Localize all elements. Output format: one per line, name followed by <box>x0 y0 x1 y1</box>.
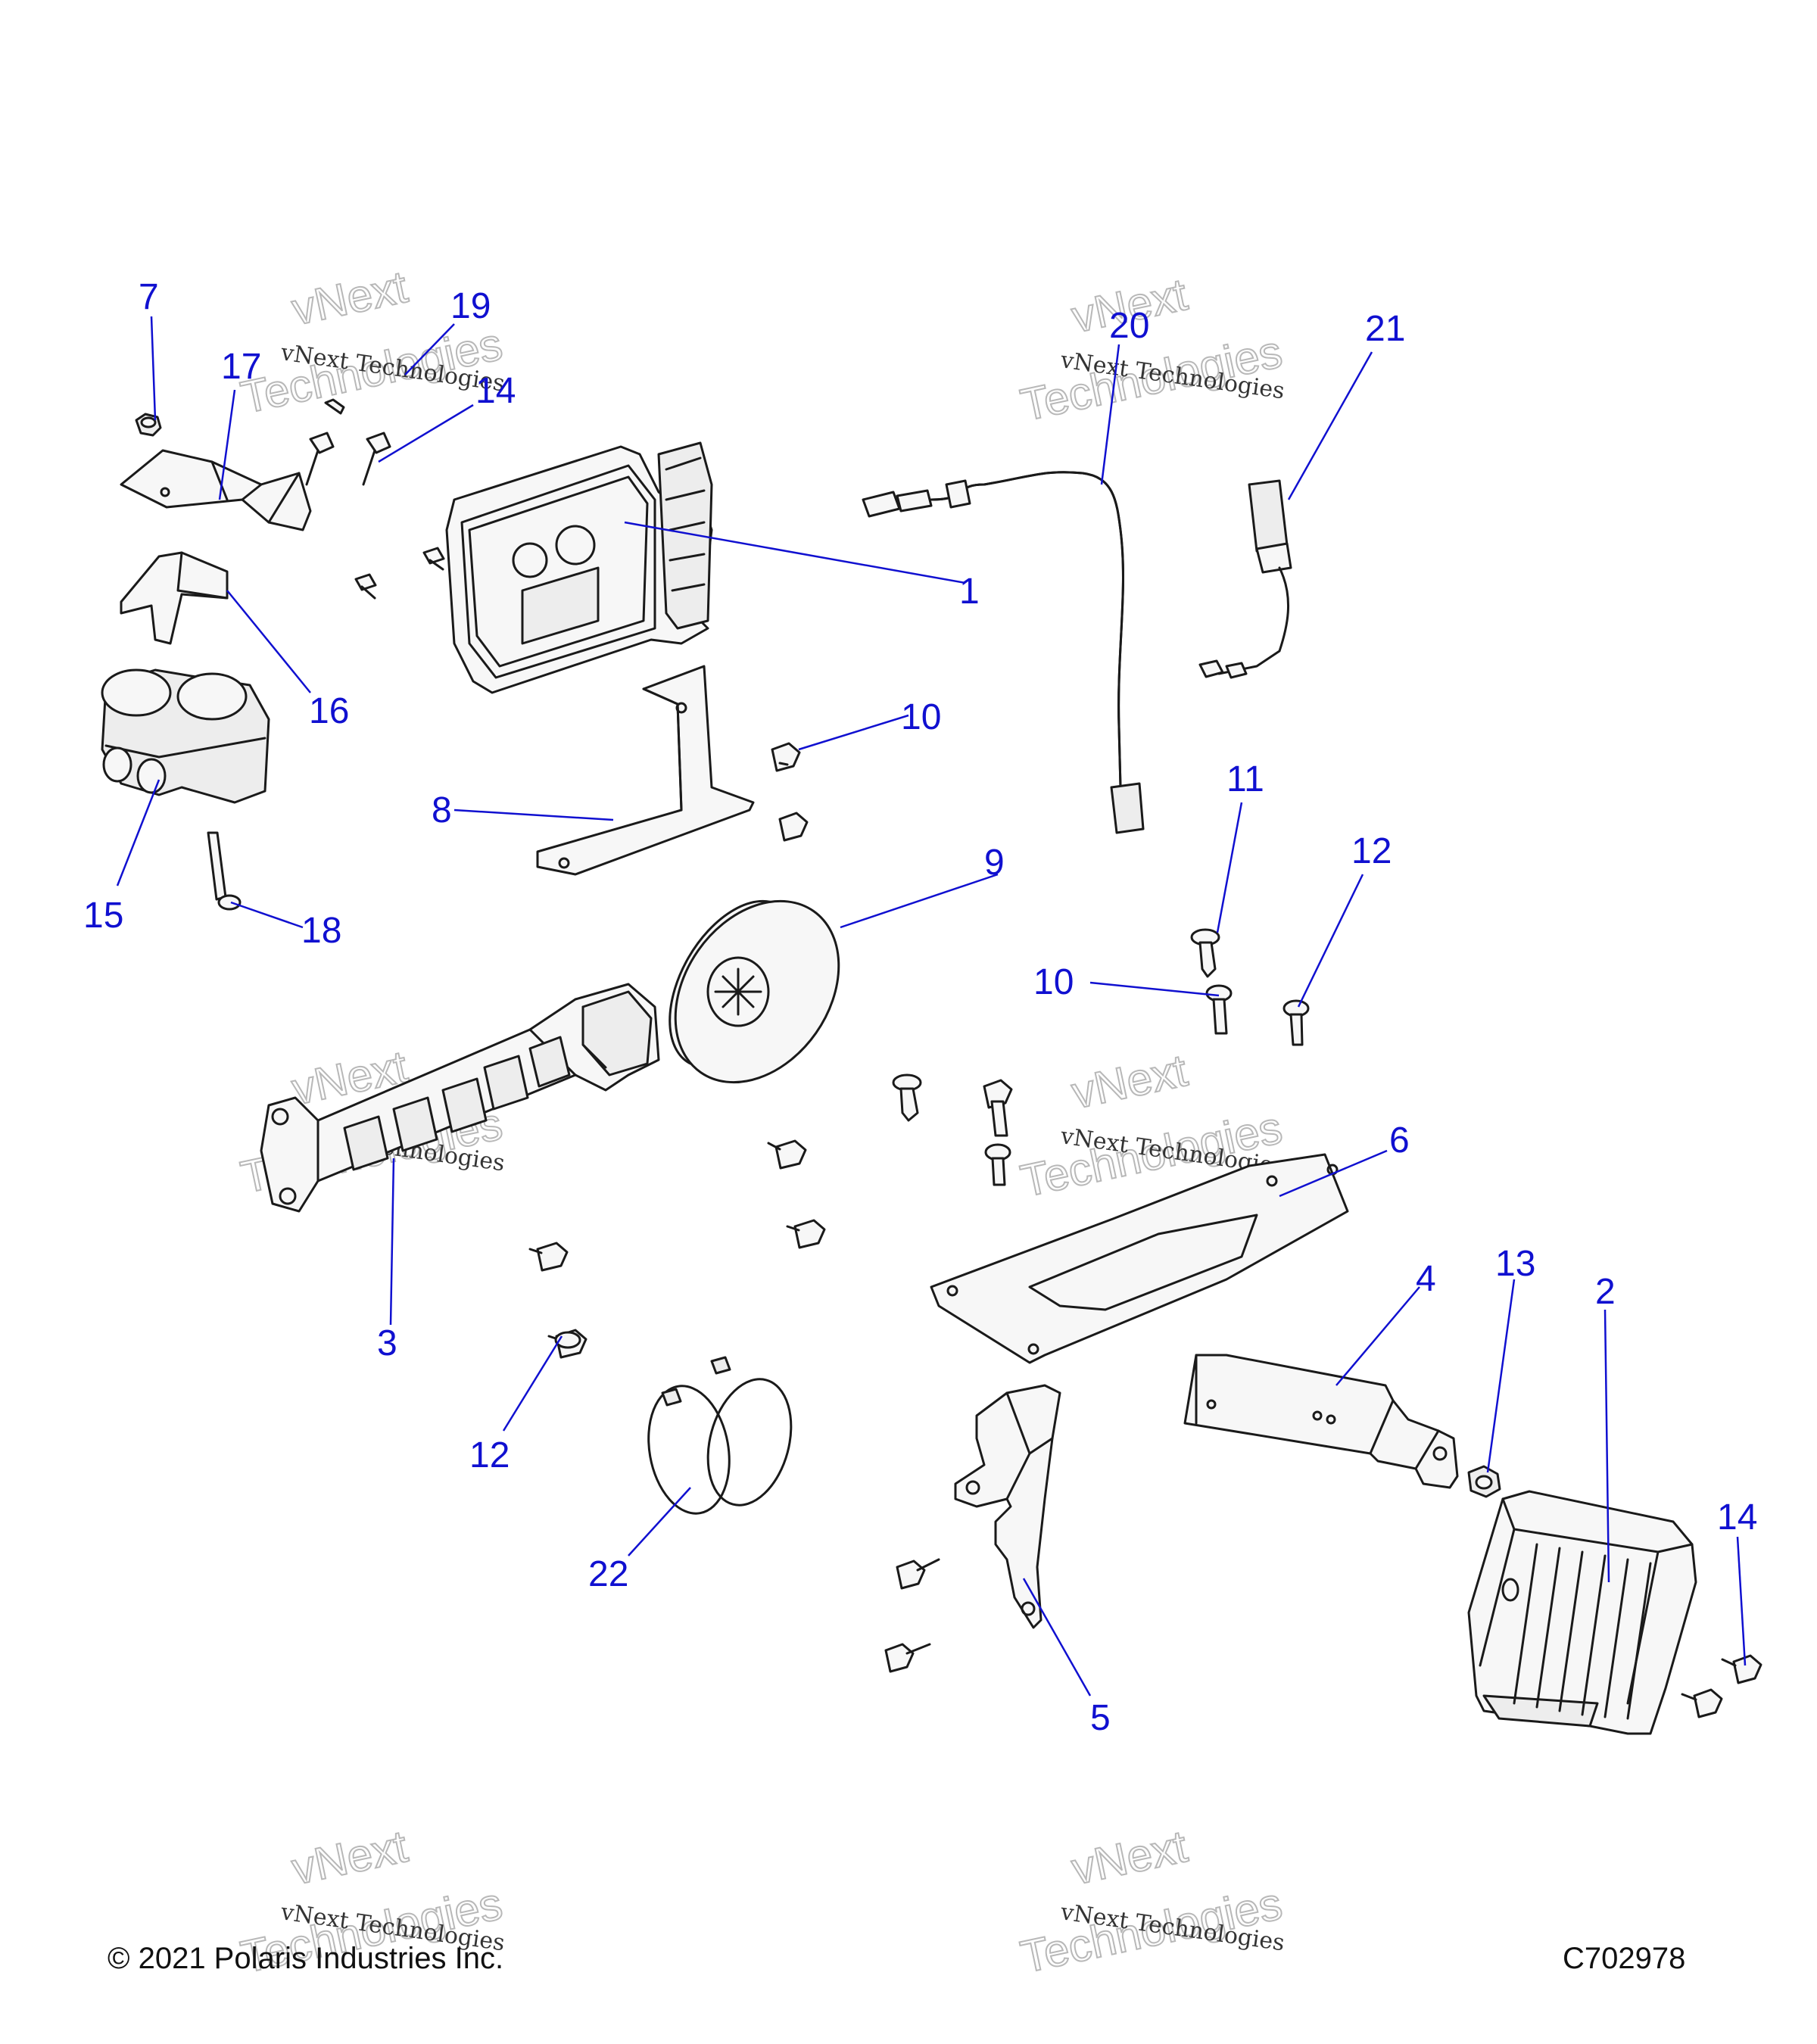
callout-3: 3 <box>377 1323 397 1363</box>
part-15-ignition-coil <box>101 668 270 804</box>
callout-22: 22 <box>588 1554 628 1594</box>
part-22-cable-ties <box>647 1356 793 1515</box>
part-1-ecu <box>445 441 713 694</box>
screw-group-part-5 <box>884 1558 940 1673</box>
callout-14-right: 14 <box>1717 1497 1757 1538</box>
callout-15: 15 <box>83 896 123 936</box>
callout-2: 2 <box>1595 1272 1616 1312</box>
callout-7: 7 <box>139 277 159 317</box>
callout-1: 1 <box>959 572 980 612</box>
callout-16: 16 <box>309 691 349 731</box>
callout-13: 13 <box>1495 1244 1535 1284</box>
part-16-clip <box>120 551 229 645</box>
part-8-bracket <box>536 665 755 876</box>
watermark-big-9: vNext <box>288 1821 412 1894</box>
part-20-harness <box>862 471 1145 834</box>
watermark-big-7: vNext <box>1067 1045 1192 1118</box>
callout-18: 18 <box>301 911 341 951</box>
part-9-grommet <box>669 899 840 1084</box>
callout-19: 19 <box>450 286 491 326</box>
drawing-code: C702978 <box>1563 1942 1686 1975</box>
callout-11: 11 <box>1226 759 1264 799</box>
part-10-screw-right <box>1205 984 1233 1035</box>
copyright-text: © 2021 Polaris Industries Inc. <box>108 1942 504 1975</box>
part-4-bracket <box>1183 1354 1459 1489</box>
part-5-bracket <box>954 1384 1061 1629</box>
watermark-big-11: vNext <box>1067 1821 1192 1894</box>
callout-20: 20 <box>1109 306 1149 346</box>
callout-6: 6 <box>1389 1120 1410 1161</box>
callout-12-right: 12 <box>1351 831 1392 871</box>
part-7-nut <box>135 413 162 437</box>
part-2-regulator <box>1467 1490 1697 1735</box>
callout-12-lower: 12 <box>469 1435 510 1475</box>
callout-8: 8 <box>432 790 452 830</box>
part-13-nut <box>1467 1465 1501 1498</box>
callout-9: 9 <box>984 843 1005 883</box>
part-10-screws <box>771 742 809 842</box>
part-21-sensor <box>1198 479 1292 679</box>
callout-10-right: 10 <box>1033 962 1074 1002</box>
callout-17: 17 <box>221 347 261 387</box>
part-3-fuse-box <box>260 983 660 1213</box>
watermark-big-1: vNext <box>288 261 412 335</box>
part-12-screw-right <box>1282 999 1310 1046</box>
callout-5: 5 <box>1090 1698 1111 1738</box>
callout-labels: 7 19 14 17 16 1 10 8 9 20 21 11 12 10 6 … <box>83 277 1757 1738</box>
part-18-bolt <box>207 831 242 911</box>
part-17-bracket <box>120 449 312 531</box>
callout-21: 21 <box>1365 309 1405 349</box>
callout-10-top: 10 <box>901 697 941 737</box>
leader-lines <box>116 316 1747 1697</box>
part-14-screws-right <box>1681 1654 1762 1718</box>
callout-14-top: 14 <box>475 371 516 411</box>
screw-group-center <box>528 1073 1013 1359</box>
callout-4: 4 <box>1416 1259 1436 1299</box>
part-11-push-clip <box>1190 928 1220 978</box>
screw-group-top-left <box>305 398 445 600</box>
